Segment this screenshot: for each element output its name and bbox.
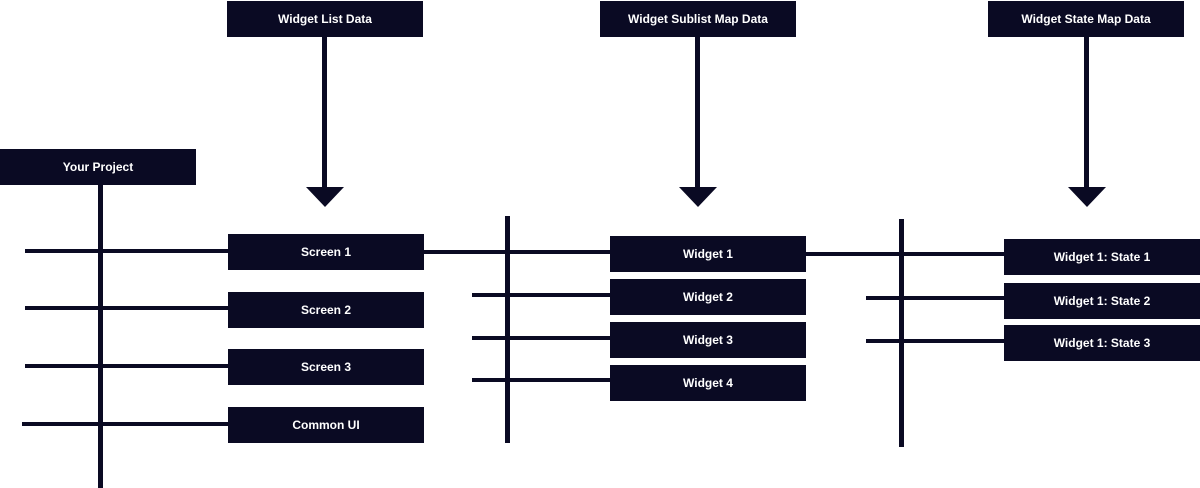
project-trunk-line [98, 185, 103, 488]
widget-3-branch-line [472, 336, 612, 340]
widget-state-map-data-header: Widget State Map Data [988, 1, 1184, 37]
widget-1-to-state-1-line [806, 252, 1006, 256]
widget-2-branch-line [472, 293, 612, 297]
widget-1-state-3-box: Widget 1: State 3 [1004, 325, 1200, 361]
widget-sublist-map-data-arrow-head [679, 187, 717, 207]
widget-1-box: Widget 1 [610, 236, 806, 272]
state-2-branch-line [866, 296, 1006, 300]
widget-list-data-header: Widget List Data [227, 1, 423, 37]
widget-list-data-arrow-head [306, 187, 344, 207]
widgets-trunk-line [505, 216, 510, 443]
widget-list-data-arrow-shaft [322, 37, 327, 189]
widget-4-box: Widget 4 [610, 365, 806, 401]
widget-state-map-data-arrow-head [1068, 187, 1106, 207]
widget-3-box: Widget 3 [610, 322, 806, 358]
widget-sublist-map-data-header: Widget Sublist Map Data [600, 1, 796, 37]
widget-1-state-1-box: Widget 1: State 1 [1004, 239, 1200, 275]
widget-state-map-data-arrow-shaft [1084, 37, 1089, 189]
screen-2-branch-line [25, 306, 230, 310]
your-project-box: Your Project [0, 149, 196, 185]
screen-1-box: Screen 1 [228, 234, 424, 270]
common-ui-box: Common UI [228, 407, 424, 443]
widget-1-state-2-box: Widget 1: State 2 [1004, 283, 1200, 319]
screen-1-to-widget-1-line [424, 250, 612, 254]
state-3-branch-line [866, 339, 1006, 343]
screen-1-branch-line [25, 249, 230, 253]
screen-2-box: Screen 2 [228, 292, 424, 328]
states-trunk-line [899, 219, 904, 447]
widget-sublist-map-data-arrow-shaft [695, 37, 700, 189]
screen-3-branch-line [25, 364, 230, 368]
common-ui-branch-line [22, 422, 230, 426]
screen-3-box: Screen 3 [228, 349, 424, 385]
widget-4-branch-line [472, 378, 612, 382]
widget-2-box: Widget 2 [610, 279, 806, 315]
